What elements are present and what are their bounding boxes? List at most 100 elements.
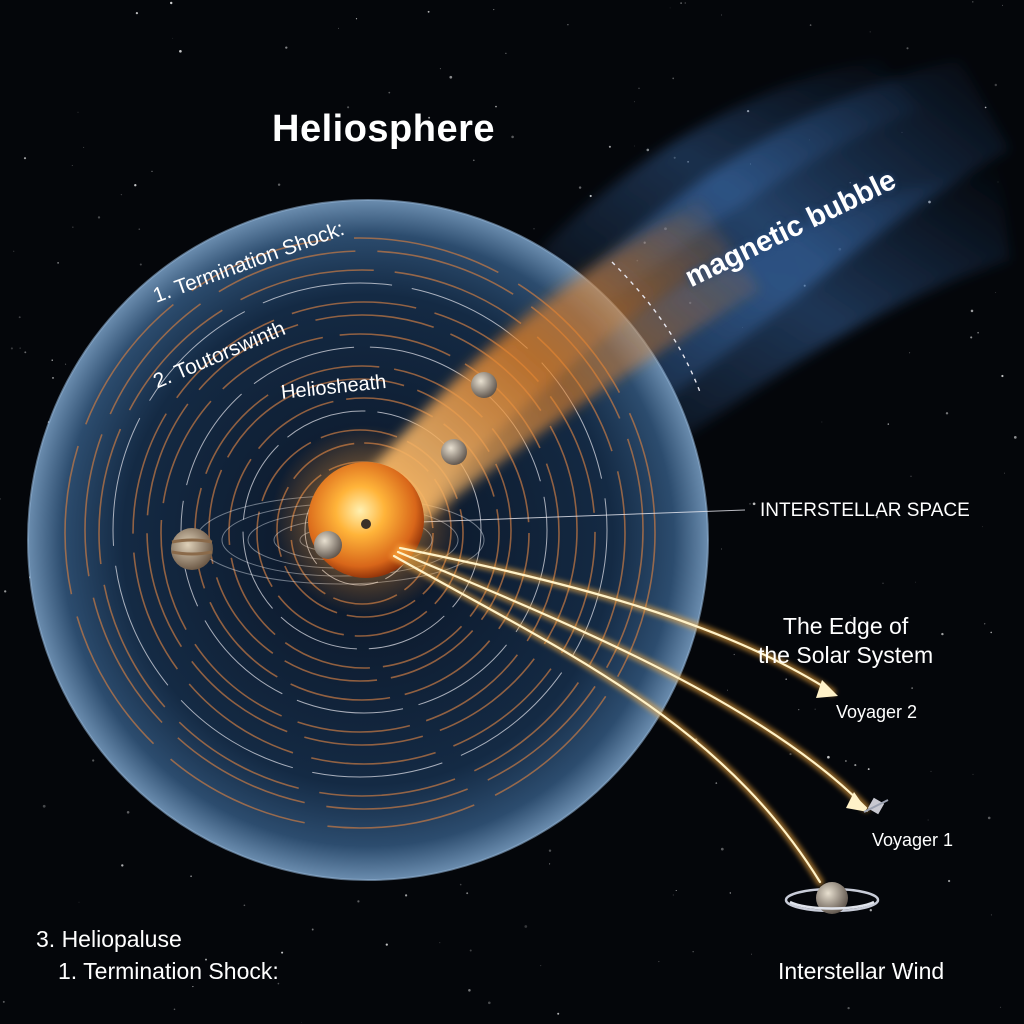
star: [120, 193, 123, 196]
flow-ring: [160, 333, 560, 733]
star: [245, 970, 247, 973]
star: [907, 969, 909, 972]
star: [83, 146, 85, 148]
star: [692, 951, 694, 953]
flow-ring: [64, 237, 656, 829]
star: [134, 184, 137, 187]
star: [909, 352, 911, 354]
star: [299, 126, 301, 128]
star: [121, 864, 124, 867]
star: [847, 1006, 850, 1010]
star: [311, 928, 314, 931]
star: [138, 228, 141, 230]
star: [77, 111, 79, 113]
planet-upper: [471, 372, 497, 398]
star: [139, 263, 142, 266]
star: [680, 2, 682, 4]
star: [850, 614, 852, 616]
flow-ring: [132, 301, 596, 765]
star: [984, 623, 986, 625]
star: [23, 157, 27, 160]
star: [42, 804, 46, 808]
star: [990, 914, 992, 916]
star: [338, 27, 339, 29]
star: [2, 1000, 5, 1003]
star: [172, 37, 174, 39]
star: [97, 216, 101, 219]
star: [549, 863, 551, 865]
star: [752, 502, 756, 506]
star: [887, 423, 890, 425]
star: [733, 653, 735, 656]
star: [749, 503, 751, 505]
star: [449, 75, 453, 79]
star: [355, 18, 358, 20]
star: [638, 87, 640, 90]
voyager-2-arrowhead: [816, 680, 838, 698]
star: [469, 949, 472, 952]
star: [658, 961, 660, 963]
star: [994, 83, 998, 87]
star: [727, 689, 728, 691]
star: [428, 116, 431, 119]
star: [472, 159, 475, 162]
star: [845, 760, 847, 762]
star: [930, 770, 932, 772]
flow-rings: [64, 237, 656, 829]
star: [814, 708, 816, 710]
star: [524, 925, 528, 928]
star: [4, 590, 7, 593]
star: [854, 764, 857, 767]
star: [71, 165, 73, 166]
star: [493, 9, 495, 11]
star: [911, 687, 913, 689]
star: [505, 52, 507, 54]
star: [995, 291, 997, 293]
star: [135, 11, 139, 15]
star: [169, 1, 173, 5]
star: [13, 250, 15, 252]
star: [941, 632, 944, 636]
star: [608, 145, 611, 148]
star: [1001, 374, 1004, 378]
termination-shock-label-2: 1. Termination Shock:: [58, 958, 279, 984]
interstellar-space-label: INTERSTELLAR SPACE: [760, 500, 970, 521]
star: [347, 106, 350, 109]
star: [427, 10, 430, 13]
star: [982, 526, 983, 528]
star: [385, 943, 388, 946]
star: [301, 1022, 302, 1023]
star: [557, 1012, 560, 1015]
star: [970, 336, 973, 339]
edge-of-solar-system-label: The Edge of the Solar System: [758, 612, 933, 670]
voyager-1-label: Voyager 1: [872, 830, 954, 850]
planet-middle: [441, 439, 467, 465]
star: [578, 186, 582, 189]
star: [915, 581, 916, 583]
star: [78, 901, 80, 903]
star: [882, 582, 884, 584]
star: [277, 982, 280, 985]
star: [192, 986, 194, 988]
star: [869, 909, 872, 912]
star: [57, 262, 59, 264]
star: [809, 24, 812, 26]
voyager-1-path: [396, 550, 868, 810]
star: [892, 842, 895, 844]
gas-giant-bands: [171, 538, 213, 556]
star: [990, 631, 993, 634]
star: [634, 101, 635, 103]
star: [277, 183, 281, 186]
flow-ring: [98, 269, 626, 797]
flow-ring: [180, 346, 548, 714]
star: [18, 316, 21, 319]
star: [910, 475, 912, 477]
star: [511, 135, 514, 139]
star: [634, 145, 635, 147]
edge-label-line-1: The Edge of: [782, 613, 909, 639]
star: [869, 31, 871, 33]
star: [875, 516, 879, 519]
star: [672, 894, 674, 896]
star: [243, 904, 246, 907]
star: [751, 953, 752, 955]
